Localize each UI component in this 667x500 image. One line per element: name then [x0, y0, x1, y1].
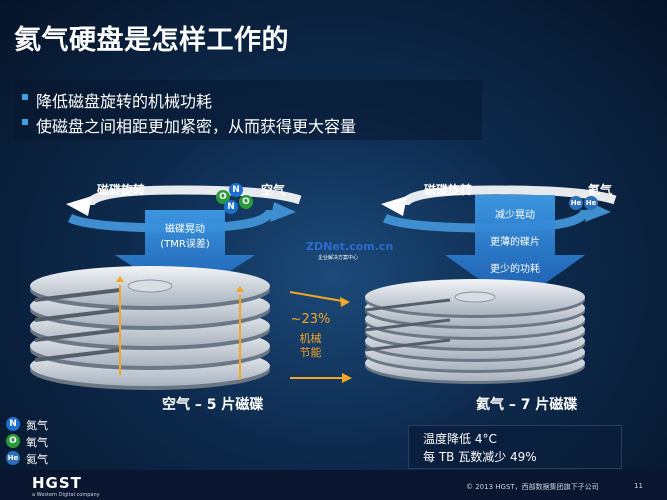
bullet-item: 降低磁盘旋转的机械功耗 — [22, 88, 213, 112]
bullet-list: 降低磁盘旋转的机械功耗 使磁盘之间相距更加紧密，从而获得更大容量 — [14, 80, 482, 140]
bullet-item: 使磁盘之间相距更加紧密，从而获得更大容量 — [22, 113, 357, 137]
saving-line: 机械 — [299, 332, 322, 345]
right-spin-label: 磁碟旋转 — [424, 183, 473, 197]
nitrogen-atom-icon: N — [229, 183, 243, 197]
right-arrow-line: 更薄的碟片 — [490, 237, 540, 248]
copyright-text: © 2013 HGST，西部数据集团旗下子公司 — [466, 483, 599, 491]
oxygen-atom-icon: O — [239, 195, 253, 209]
bullet-marker — [22, 119, 28, 125]
right-arrow-line: 更少的功耗 — [490, 264, 540, 275]
right-down-arrow — [445, 195, 585, 305]
right-arrow-line: 减少晃动 — [495, 210, 535, 221]
right-gas-label: 氦气 — [588, 183, 613, 197]
legend-oxygen-label: 氧气 — [26, 436, 48, 449]
left-arrow-line: 磁碟晃动 — [165, 224, 205, 235]
benefit-item: 温度降低 4°C — [423, 432, 497, 446]
left-spin-label: 磁碟旋转 — [97, 183, 146, 197]
benefit-item: 每 TB 瓦数减少 49% — [423, 450, 537, 464]
benefits-box: 温度降低 4°C 每 TB 瓦数减少 49% — [408, 425, 622, 469]
helium-atom-icon: He — [569, 196, 583, 210]
right-platter-stack — [364, 279, 585, 384]
legend-oxygen-icon: O — [6, 434, 20, 448]
bullet-marker — [22, 94, 28, 100]
comparison-arrows — [289, 291, 352, 383]
saving-line: 节能 — [299, 346, 322, 359]
legend-helium-label: 氦气 — [26, 453, 48, 466]
bullet-text: 降低磁盘旋转的机械功耗 — [36, 92, 213, 111]
footer-bar — [0, 470, 667, 500]
watermark-subtext: 企业解决方案中心 — [318, 255, 359, 261]
left-wobble-arrows — [116, 276, 244, 380]
legend-nitrogen-label: 氮气 — [26, 419, 48, 432]
helium-atom-icon: He — [584, 196, 598, 210]
left-gas-label: 空气 — [261, 183, 286, 197]
left-arrow-line: (TMR误差) — [160, 239, 210, 250]
bullet-text: 使磁盘之间相距更加紧密，从而获得更大容量 — [36, 117, 357, 136]
right-caption: 氦气 – 7 片磁碟 — [476, 397, 578, 413]
page-title: 氦气硬盘是怎样工作的 — [14, 25, 289, 56]
brand-logo: HGST — [32, 474, 82, 492]
legend-nitrogen-icon: N — [6, 417, 20, 431]
brand-subtitle: a Western Digital company — [32, 492, 100, 498]
saving-value: ~23% — [290, 312, 331, 327]
watermark-logo: ZDNet.com.cn — [306, 240, 394, 253]
nitrogen-atom-icon: N — [224, 200, 238, 214]
page-number: 11 — [634, 482, 643, 490]
legend-helium-icon: He — [6, 451, 20, 465]
left-caption: 空气 – 5 片磁碟 — [162, 397, 264, 413]
left-platter-stack — [30, 266, 270, 390]
